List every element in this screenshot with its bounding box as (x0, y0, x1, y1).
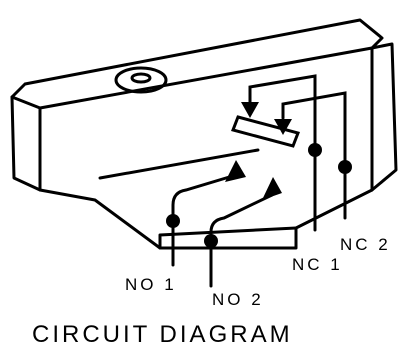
nc-wires (248, 74, 347, 167)
terminal-dot-no2 (204, 234, 218, 248)
no-arrows (225, 160, 282, 200)
terminal-dot-nc1 (308, 143, 322, 157)
terminal-label-no1: NO 1 (125, 275, 177, 294)
terminal-label-nc2: NC 2 (340, 235, 391, 254)
diagram-caption: CIRCUIT DIAGRAM (32, 321, 293, 348)
terminal-label-no2: NO 2 (212, 290, 264, 309)
no-wires (171, 173, 274, 277)
terminal-dots (166, 143, 352, 248)
terminal-label-nc1: NC 1 (292, 255, 343, 274)
switch-housing (10, 18, 398, 250)
nc-arrows (241, 102, 292, 135)
contact-blade (231, 115, 300, 148)
terminal-dot-nc2 (338, 160, 352, 174)
terminal-dot-no1 (166, 214, 180, 228)
plunger-button (114, 66, 168, 94)
terminal-leads (171, 155, 347, 288)
